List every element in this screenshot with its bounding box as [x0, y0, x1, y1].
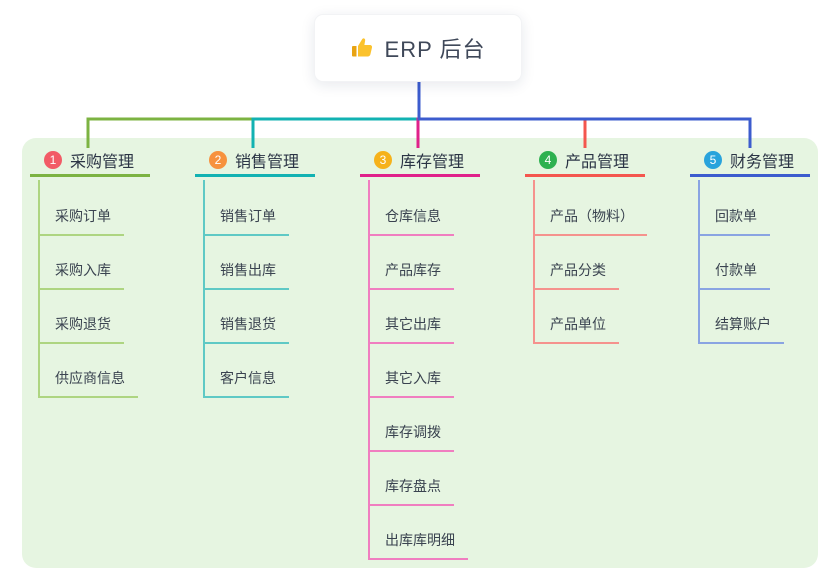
root-title: ERP 后台 [384, 37, 486, 62]
child-node-customer-info[interactable]: 客户信息 [203, 360, 289, 398]
branch-header-purchase[interactable]: 1 采购管理 [30, 146, 150, 177]
child-node-warehouse-info[interactable]: 仓库信息 [368, 198, 454, 236]
thumbs-up-icon [351, 38, 372, 57]
branch-header-finance[interactable]: 5 财务管理 [690, 146, 810, 177]
child-node-purchase-inbound[interactable]: 采购入库 [38, 252, 124, 290]
branch-header-inventory[interactable]: 3 库存管理 [360, 146, 480, 177]
child-node-sales-order[interactable]: 销售订单 [203, 198, 289, 236]
branch-label: 产品管理 [565, 154, 630, 171]
branch-rail-product [533, 180, 535, 342]
child-node-receipt-bill[interactable]: 回款单 [698, 198, 770, 236]
child-node-product-material[interactable]: 产品（物料） [533, 198, 647, 236]
child-node-supplier-info[interactable]: 供应商信息 [38, 360, 138, 398]
branch-number-badge: 5 [704, 151, 722, 169]
branch-number-badge: 1 [44, 151, 62, 169]
branch-label: 库存管理 [400, 154, 465, 171]
branch-number-badge: 4 [539, 151, 557, 169]
branch-label: 财务管理 [730, 154, 795, 171]
child-node-purchase-order[interactable]: 采购订单 [38, 198, 124, 236]
branch-label: 销售管理 [235, 154, 300, 171]
child-node-purchase-return[interactable]: 采购退货 [38, 306, 124, 344]
branch-number-badge: 3 [374, 151, 392, 169]
child-node-settlement-account[interactable]: 结算账户 [698, 306, 784, 344]
child-node-stock-transfer[interactable]: 库存调拨 [368, 414, 454, 452]
branch-rail-inventory [368, 180, 370, 558]
branch-number-badge: 2 [209, 151, 227, 169]
child-node-sales-return[interactable]: 销售退货 [203, 306, 289, 344]
child-node-stock-count[interactable]: 库存盘点 [368, 468, 454, 506]
child-node-sales-outbound[interactable]: 销售出库 [203, 252, 289, 290]
child-node-outbound-detail[interactable]: 出库库明细 [368, 522, 468, 560]
branch-label: 采购管理 [70, 154, 135, 171]
child-node-product-stock[interactable]: 产品库存 [368, 252, 454, 290]
child-node-product-category[interactable]: 产品分类 [533, 252, 619, 290]
branch-rail-finance [698, 180, 700, 342]
root-node[interactable]: ERP 后台 [314, 14, 522, 82]
branch-header-product[interactable]: 4 产品管理 [525, 146, 645, 177]
branch-header-sales[interactable]: 2 销售管理 [195, 146, 315, 177]
child-node-other-inbound[interactable]: 其它入库 [368, 360, 454, 398]
child-node-product-unit[interactable]: 产品单位 [533, 306, 619, 344]
child-node-payment-bill[interactable]: 付款单 [698, 252, 770, 290]
branches-panel [22, 138, 818, 568]
child-node-other-outbound[interactable]: 其它出库 [368, 306, 454, 344]
